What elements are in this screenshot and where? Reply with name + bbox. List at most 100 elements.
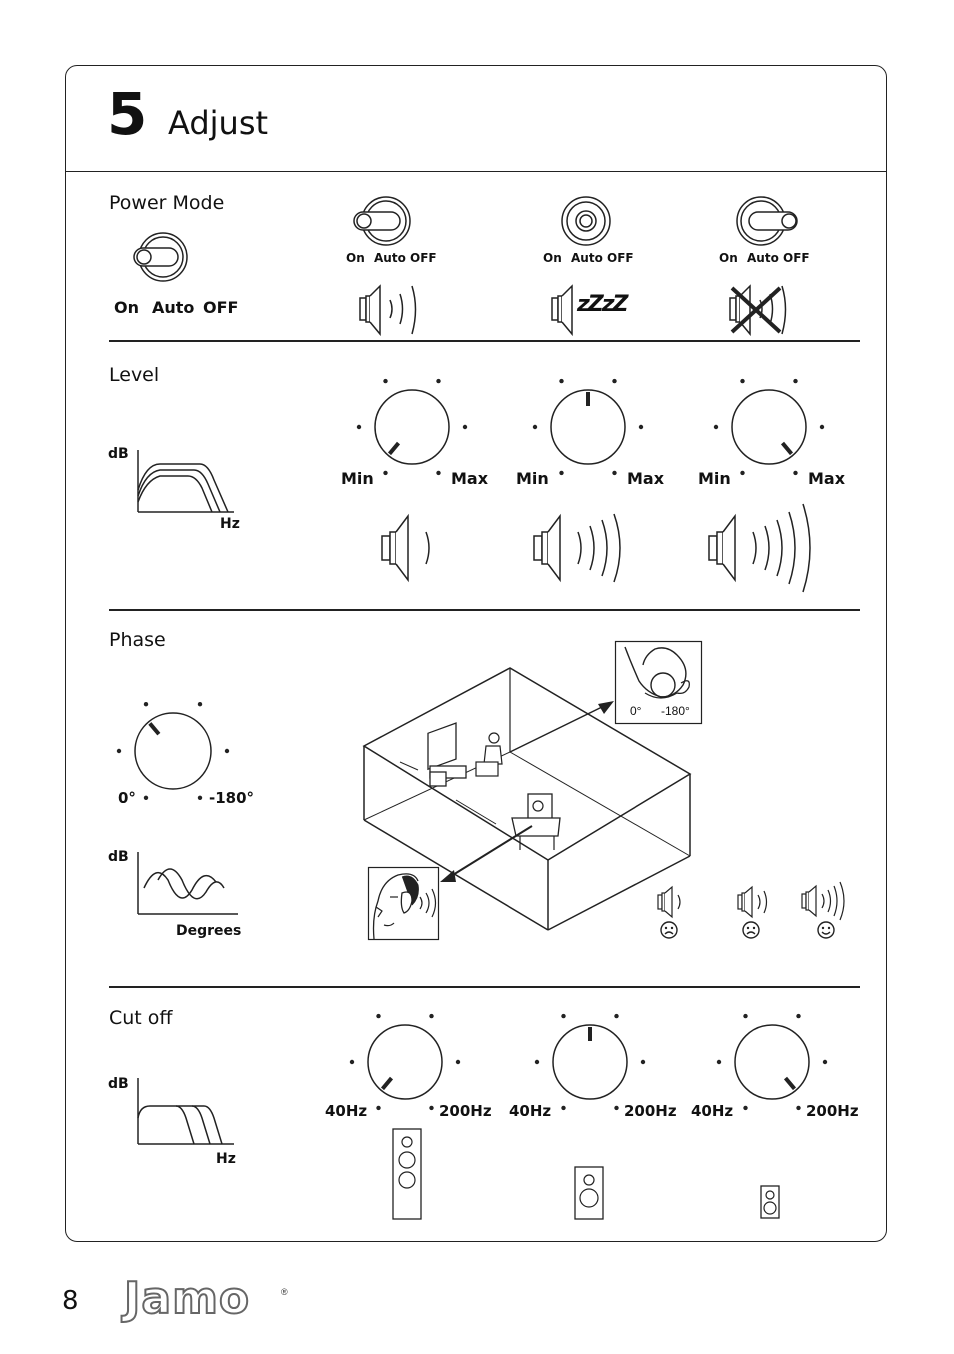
knob-tick-dot xyxy=(713,424,719,430)
knob-pointer xyxy=(380,1076,394,1091)
knob-tick-dot xyxy=(349,1059,355,1065)
knob-tick-dot xyxy=(429,1013,434,1019)
inset-180-label: -180° xyxy=(661,704,690,718)
switch-off-label-off: OFF xyxy=(783,251,810,265)
knob-tick-dot xyxy=(376,1105,381,1111)
knob-tick-dot xyxy=(614,1105,619,1111)
level-speaker-mid-icon xyxy=(533,513,621,583)
knob-tick-dot xyxy=(743,1013,748,1019)
knob-tick-dot xyxy=(716,1059,722,1065)
knob-tick-dot xyxy=(376,1013,381,1019)
speaker-cabinet-small-icon xyxy=(760,1185,780,1219)
level-heading: Level xyxy=(109,364,160,386)
phase-graph-xlabel: Degrees xyxy=(176,923,242,939)
knob-tick-dot xyxy=(822,1059,828,1065)
knob-pointer xyxy=(780,441,794,456)
knob-tick-dot xyxy=(640,1059,646,1065)
knob-tick-dot xyxy=(356,424,362,430)
knob-tick-dot xyxy=(796,1013,801,1019)
phase-knob-group xyxy=(116,702,230,800)
level-graph-ylabel: dB xyxy=(108,446,129,462)
switch-auto-icon xyxy=(561,196,611,246)
level-knob-2 xyxy=(532,378,644,476)
knob-tick-dot xyxy=(143,795,149,800)
power-mode-heading: Power Mode xyxy=(109,192,225,214)
knob-tick-dot xyxy=(224,748,230,754)
registered-mark: ® xyxy=(281,1287,288,1297)
power-label-on: On xyxy=(114,298,139,317)
knob-tick-dot xyxy=(561,1105,566,1111)
level-knob1-min: Min xyxy=(341,469,374,488)
phase-knob xyxy=(116,702,230,800)
speaker-cabinet-medium-icon xyxy=(574,1166,604,1220)
cutoff-heading: Cut off xyxy=(109,1007,173,1029)
level-knob1-max: Max xyxy=(451,469,489,488)
switch-on-icon xyxy=(353,196,411,246)
switch-off-label-on: On xyxy=(719,251,738,265)
knob-tick-dot xyxy=(436,470,441,476)
knob-tick-dot xyxy=(383,470,388,476)
power-label-off: OFF xyxy=(203,298,239,317)
knob-tick-dot xyxy=(559,470,564,476)
knob-tick-dot xyxy=(796,1105,801,1111)
switch-on-label-off: OFF xyxy=(410,251,437,265)
cutoff-knob3-max: 200Hz xyxy=(806,1102,859,1120)
cutoff-knob1-max: 200Hz xyxy=(439,1102,492,1120)
switch-auto-label-off: OFF xyxy=(607,251,634,265)
knob-tick-dot xyxy=(197,702,203,707)
divider-power-level xyxy=(109,340,860,342)
level-knob-1 xyxy=(356,378,468,476)
cutoff-knob3-min: 40Hz xyxy=(691,1102,734,1120)
switch-auto-label-on: On xyxy=(543,251,562,265)
switch-off-icon xyxy=(736,196,798,246)
step-number: 5 xyxy=(107,80,148,148)
phase-heading: Phase xyxy=(109,629,166,651)
knob-tick-dot xyxy=(740,470,745,476)
step-title: Adjust xyxy=(168,104,269,142)
phase-speaker-weak-icon xyxy=(657,885,681,919)
switch-auto-label-auto: Auto xyxy=(571,251,603,265)
knob-tick-dot xyxy=(612,378,617,384)
knob-tick-dot xyxy=(614,1013,619,1019)
knob-tick-dot xyxy=(429,1105,434,1111)
cutoff-knob1-min: 40Hz xyxy=(325,1102,368,1120)
power-switch-icon xyxy=(133,232,188,282)
knob-tick-dot xyxy=(116,748,122,754)
cutoff-graph-xlabel: Hz xyxy=(216,1151,236,1167)
phase-speaker-strong-icon xyxy=(801,881,845,921)
cutoff-knob-3 xyxy=(716,1013,828,1111)
listener-ear-inset-icon xyxy=(367,866,440,941)
divider-level-phase xyxy=(109,609,860,611)
knob-tick-dot xyxy=(793,470,798,476)
sad-face-icon xyxy=(742,921,760,939)
level-knob-3 xyxy=(713,378,825,476)
knob-tick-dot xyxy=(743,1105,748,1111)
knob-tick-dot xyxy=(612,470,617,476)
switch-on-label-on: On xyxy=(346,251,365,265)
knob-tick-dot xyxy=(559,378,564,384)
level-knob3-min: Min xyxy=(698,469,731,488)
speaker-muted-icon xyxy=(729,284,787,337)
speaker-sound-icon xyxy=(359,284,417,337)
cutoff-knobs-group xyxy=(349,1013,828,1111)
phase-knob-hand-inset-icon xyxy=(614,640,703,725)
jamo-logo: Jamo xyxy=(123,1272,251,1325)
phase-knob-180-label: -180° xyxy=(209,789,255,807)
zzz-sleep-icon: zZzZ xyxy=(577,292,628,317)
level-knobs-group xyxy=(356,378,825,476)
knob-pointer xyxy=(783,1076,797,1091)
cutoff-graph-ylabel: dB xyxy=(108,1076,129,1092)
inset-zero-label: 0° xyxy=(630,704,642,718)
knob-tick-dot xyxy=(197,795,203,800)
page-number: 8 xyxy=(62,1286,79,1316)
phase-graph-ylabel: dB xyxy=(108,849,129,865)
knob-tick-dot xyxy=(561,1013,566,1019)
level-knob3-max: Max xyxy=(808,469,846,488)
switch-off-label-auto: Auto xyxy=(747,251,779,265)
power-label-auto: Auto xyxy=(152,298,195,317)
cutoff-knob2-min: 40Hz xyxy=(509,1102,552,1120)
room-illustration xyxy=(362,667,692,931)
knob-tick-dot xyxy=(383,378,388,384)
switch-on-label-auto: Auto xyxy=(374,251,406,265)
divider-phase-cutoff xyxy=(109,986,860,988)
